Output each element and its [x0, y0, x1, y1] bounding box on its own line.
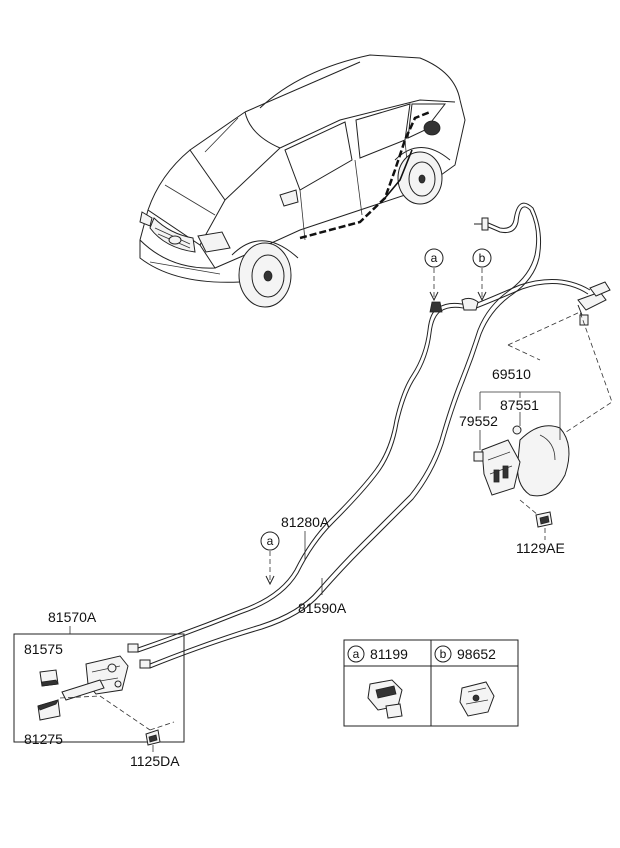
svg-text:b: b [440, 647, 447, 661]
label-81275: 81275 [24, 731, 63, 747]
cable-end-fittings [127, 217, 611, 669]
svg-text:98652: 98652 [457, 646, 496, 662]
cable-81590A [149, 202, 541, 669]
legend-cell-b: b 98652 [434, 645, 496, 717]
svg-text:81199: 81199 [370, 646, 408, 662]
label-81280A: 81280A [281, 514, 330, 530]
label-79552: 79552 [459, 413, 498, 429]
fuel-filler-door-assembly [473, 311, 613, 540]
legend-table: a 81199 b 98652 [343, 639, 519, 727]
part-labels: 69510 87551 79552 1129AE 81280A 81590A 8… [24, 366, 565, 769]
label-81590A: 81590A [298, 600, 347, 616]
svg-text:a: a [267, 534, 274, 548]
car-illustration [139, 54, 466, 308]
legend-cell-a: a 81199 [347, 645, 408, 719]
callout-a-mid: a [260, 531, 280, 586]
svg-text:a: a [431, 251, 438, 265]
callout-a-top: a [424, 248, 444, 302]
latch-box [13, 626, 185, 752]
label-81575: 81575 [24, 641, 63, 657]
label-81570A: 81570A [48, 609, 97, 625]
svg-text:b: b [479, 251, 486, 265]
label-69510: 69510 [492, 366, 531, 382]
label-1125DA: 1125DA [130, 753, 180, 769]
callout-b-top: b [472, 248, 492, 302]
label-87551: 87551 [500, 397, 539, 413]
label-1129AE: 1129AE [516, 540, 565, 556]
svg-text:a: a [353, 647, 360, 661]
